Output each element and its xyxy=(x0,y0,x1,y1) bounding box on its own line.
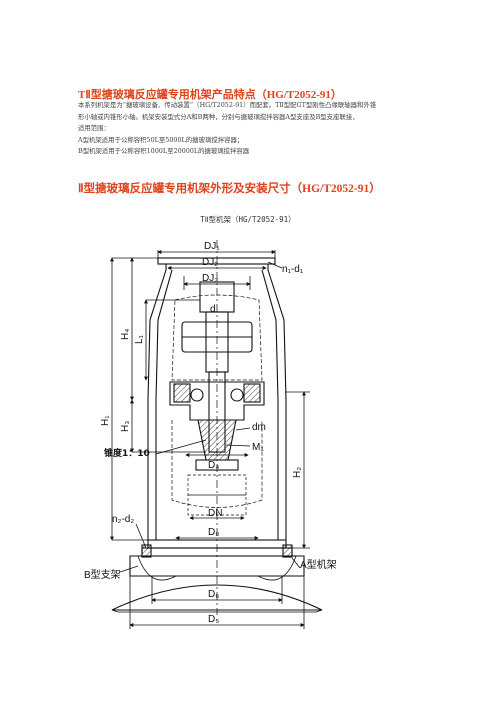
label-dj3: DJ₃ xyxy=(202,273,218,284)
taper-sleeve xyxy=(197,419,237,461)
label-dj2: DJ₂ xyxy=(202,257,218,268)
label-h2: H₂ xyxy=(292,467,303,478)
label-dn: DN xyxy=(208,508,222,519)
intro-line: A型机架适用于公称容积50L至5000L的搪玻璃搅拌容器； xyxy=(78,135,244,144)
intro-line: 适用范围： xyxy=(78,124,110,132)
label-h4: H₄ xyxy=(120,329,131,340)
label-d5: D₅ xyxy=(208,614,219,625)
label-h3: H₃ xyxy=(120,421,131,432)
bearing-housing xyxy=(169,381,265,421)
label-m1: M₁ xyxy=(252,442,264,453)
label-a-frame: A型机架 xyxy=(300,558,337,571)
label-l1: L₁ xyxy=(134,334,145,344)
label-d6: D₆ xyxy=(208,589,219,600)
label-b-support: B型支架 xyxy=(84,568,121,581)
intro-line: B型机架适用于公称容积1000L至20000L的搪玻璃搅拌容器 xyxy=(78,147,250,155)
label-dj1: DJ₁ xyxy=(204,241,220,252)
features-heading: TⅡ型搪玻璃反应罐专用机架产品特点（HG/T2052-91） xyxy=(78,89,342,101)
intro-line: 本系列机架是为“搪玻璃设备、传动装置”（HG/T2052-91）而配套。TⅡ型配… xyxy=(78,101,377,109)
figure-caption: TⅡ型机架（HG/T2052-91） xyxy=(200,215,296,224)
intro-text: 本系列机架是为“搪玻璃设备、传动装置”（HG/T2052-91）而配套。TⅡ型配… xyxy=(78,100,416,158)
frame-left-wall xyxy=(147,269,167,540)
vessel-head xyxy=(111,584,323,611)
frame-right-wall xyxy=(267,269,287,540)
label-d4: D₄ xyxy=(208,460,219,471)
intro-line: 形小轴或内锥形小轴。机架安装型式分A和B两种，分别与搪玻璃搅拌容器A型支座及B型… xyxy=(78,112,359,121)
label-d0: D₀ xyxy=(208,527,219,538)
dimensions-heading: Ⅱ型搪玻璃反应罐专用机架外形及安装尺寸（HG/T2052-91） xyxy=(78,183,381,195)
label-d: d xyxy=(210,304,216,315)
label-taper: 锥度1：10 xyxy=(104,447,150,459)
label-n2-d2: n₂-d₂ xyxy=(112,514,134,525)
label-n1-d1: n₁-d₁ xyxy=(282,264,304,275)
label-h1: H₁ xyxy=(100,415,111,426)
label-dm: dm xyxy=(252,422,266,433)
